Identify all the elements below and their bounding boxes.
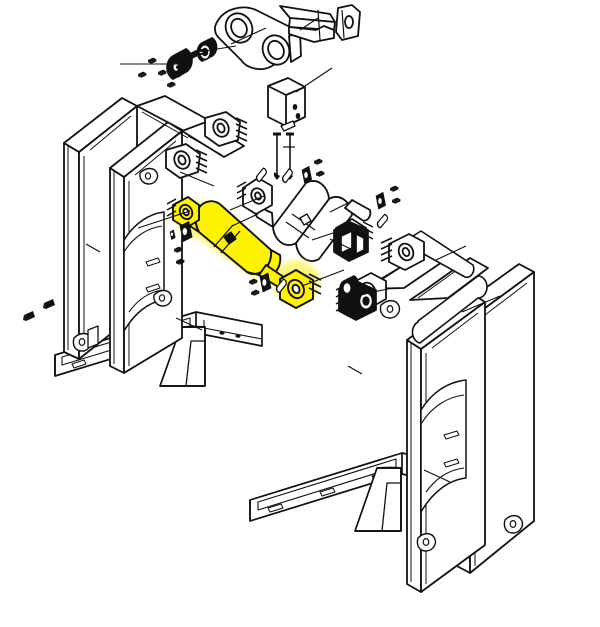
part-right-mast-frame xyxy=(343,230,535,593)
part-fastener-group-left-of-cylinder xyxy=(169,221,193,265)
part-upper-link-plate xyxy=(214,6,302,71)
part-clevis-bracket xyxy=(333,221,369,262)
part-fastener-group-right-middle xyxy=(374,185,401,229)
part-nut-left xyxy=(339,275,359,296)
part-valve-block xyxy=(267,77,306,132)
part-key-wedge-set xyxy=(23,299,55,321)
leader-lines xyxy=(85,17,501,483)
part-fastener-group-center-upper xyxy=(279,158,325,184)
part-left-mast-frame xyxy=(63,95,248,374)
part-fastener-group-below-cylinder xyxy=(249,272,290,296)
part-bushing-hub xyxy=(166,48,199,80)
part-top-lever-bracket xyxy=(279,4,361,43)
